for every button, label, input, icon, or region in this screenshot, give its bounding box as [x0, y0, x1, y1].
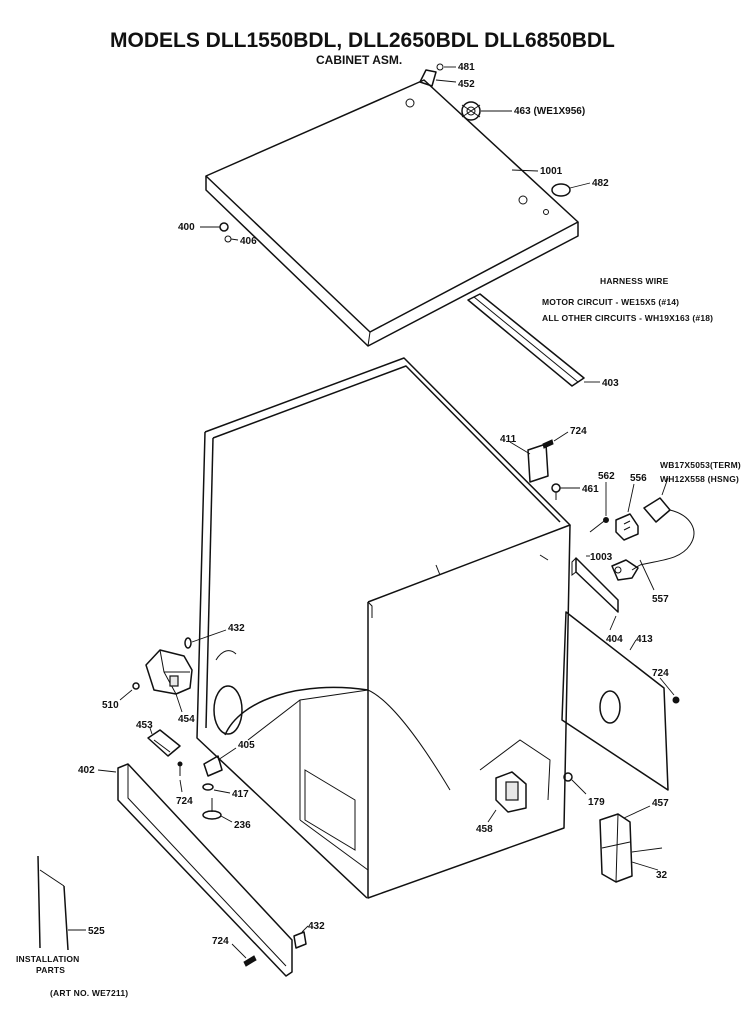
- callout-411: 411: [500, 434, 517, 445]
- harness-line-1: MOTOR CIRCUIT - WE15X5 (#14): [542, 297, 679, 307]
- screw-724-top: [542, 439, 554, 449]
- callout-463: 463 (WE1X956): [514, 106, 585, 117]
- callout-hsng: WH12X558 (HSNG): [660, 474, 739, 484]
- callout-724-right: 724: [652, 668, 669, 679]
- screw-400: [219, 222, 232, 243]
- screw-724-bottom: [243, 955, 257, 967]
- callout-724-top: 724: [570, 426, 587, 437]
- callout-562: 562: [598, 471, 615, 482]
- callout-413: 413: [636, 634, 653, 645]
- screw-461: [551, 483, 561, 500]
- callout-236: 236: [234, 820, 251, 831]
- callout-406: 406: [240, 236, 257, 247]
- callout-400: 400: [178, 222, 195, 233]
- control-454: [145, 649, 193, 695]
- cabinet-body: [196, 357, 571, 899]
- callout-179: 179: [588, 797, 605, 808]
- callout-term: WB17X5053(TERM): [660, 460, 741, 470]
- installation-label-3: (ART NO. WE7211): [50, 988, 128, 998]
- callout-32: 32: [656, 870, 668, 881]
- callout-458: 458: [476, 824, 493, 835]
- callout-432-left: 432: [228, 623, 245, 634]
- callout-454: 454: [178, 714, 195, 725]
- installation-label-1: INSTALLATION: [16, 954, 79, 964]
- part-417: [202, 783, 214, 791]
- callout-724-mid: 724: [176, 796, 193, 807]
- installation-label-2: PARTS: [36, 965, 65, 975]
- plug-482: [551, 183, 571, 197]
- part-179: [563, 772, 573, 782]
- screw-510: [132, 682, 140, 690]
- screw-724-mid: [177, 761, 183, 776]
- bracket-453: [147, 729, 181, 757]
- callout-1001: 1001: [540, 166, 563, 177]
- terminal-block-457: [599, 813, 633, 883]
- diagram-subtitle: CABINET ASM.: [316, 53, 402, 67]
- callout-556: 556: [630, 473, 647, 484]
- bracket-405: [203, 755, 223, 777]
- hinge-452: [419, 63, 444, 87]
- callout-453: 453: [136, 720, 153, 731]
- toe-kick-402: [117, 763, 293, 977]
- panel-404: [571, 557, 619, 613]
- power-cord-557: [611, 497, 695, 581]
- callout-482: 482: [592, 178, 609, 189]
- harness-line-2: ALL OTHER CIRCUITS - WH19X163 (#18): [542, 313, 713, 323]
- callout-457: 457: [652, 798, 669, 809]
- callout-405: 405: [238, 740, 255, 751]
- screw-432-bottom: [293, 931, 307, 949]
- rear-brace-403: [467, 293, 585, 387]
- callout-461: 461: [582, 484, 599, 495]
- callout-724-bottom: 724: [212, 936, 229, 947]
- callout-403: 403: [602, 378, 619, 389]
- callout-417: 417: [232, 789, 249, 800]
- callout-404: 404: [606, 634, 623, 645]
- callout-481: 481: [458, 62, 475, 73]
- screw-432-left: [184, 637, 192, 649]
- diagram-title: MODELS DLL1550BDL, DLL2650BDL DLL6850BDL: [110, 29, 615, 52]
- callout-402: 402: [78, 765, 95, 776]
- terminal-block-556: [615, 513, 639, 541]
- installation-parts-525: [37, 855, 69, 951]
- callout-510: 510: [102, 700, 119, 711]
- callout-1003: 1003: [590, 552, 613, 563]
- bracket-458: [495, 771, 527, 813]
- callout-557: 557: [652, 594, 669, 605]
- knob-463: [461, 101, 481, 121]
- callout-452: 452: [458, 79, 475, 90]
- callout-432-bottom: 432: [308, 921, 325, 932]
- callout-525: 525: [88, 926, 105, 937]
- leveling-leg-236: [202, 798, 222, 820]
- wire-562: [589, 517, 609, 533]
- harness-heading: HARNESS WIRE: [600, 276, 669, 286]
- rear-panel-413: [561, 611, 680, 791]
- bracket-411: [527, 443, 549, 483]
- top-panel: [205, 79, 579, 347]
